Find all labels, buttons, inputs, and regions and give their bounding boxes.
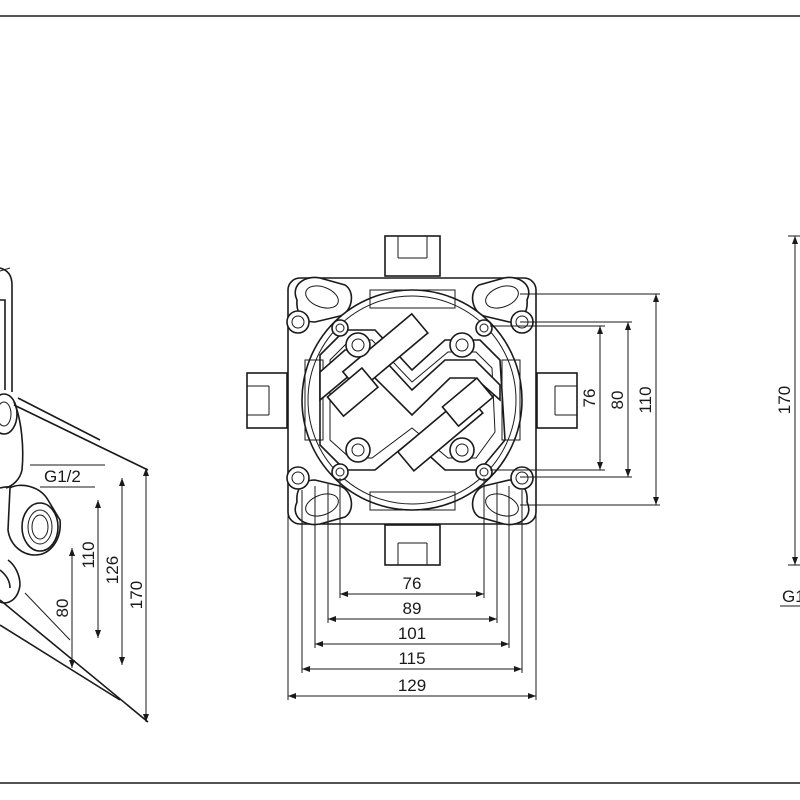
sheet-frame [0, 15, 800, 784]
right-side-view: 170 G1 [775, 235, 800, 607]
dim-front-v-76: 76 [580, 389, 599, 408]
thread-label-g1-2: G1/2 [44, 467, 81, 486]
dim-front-101: 101 [398, 624, 426, 643]
dim-iso-110: 110 [79, 541, 98, 568]
front-view-body [246, 235, 578, 566]
isometric-dimensions: G1/2 80 110 126 170 [40, 467, 149, 722]
dim-front-89: 89 [403, 599, 422, 618]
front-horizontal-dimensions: 76 89 101 115 129 [287, 478, 537, 700]
dim-front-115: 115 [398, 649, 425, 668]
dim-front-v-110: 110 [636, 386, 655, 413]
dim-front-v-80: 80 [608, 391, 627, 410]
bolt-heads [331, 319, 493, 481]
isometric-side-view [0, 267, 149, 723]
front-vertical-dimensions: 76 80 110 [490, 293, 660, 506]
dim-iso-126: 126 [103, 556, 122, 584]
mounting-lugs [286, 276, 534, 526]
thread-label-partial: G1 [782, 587, 800, 606]
dim-iso-80: 80 [53, 599, 72, 618]
dim-right-170: 170 [775, 386, 794, 414]
dim-iso-170: 170 [127, 581, 146, 609]
dim-front-129: 129 [398, 676, 426, 695]
dim-front-76: 76 [403, 574, 422, 593]
